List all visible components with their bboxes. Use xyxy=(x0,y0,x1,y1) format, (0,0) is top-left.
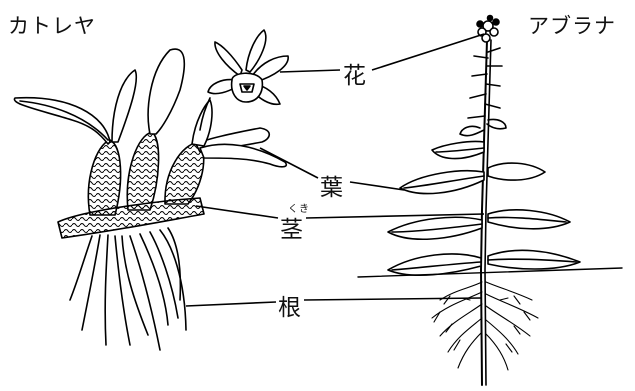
root-leader-line-right xyxy=(304,298,482,300)
cattleya-pseudobulb-2 xyxy=(127,132,158,210)
aburana-leaf-4 xyxy=(388,217,482,239)
cattleya-plant xyxy=(14,30,288,350)
aburana-leaf-3 xyxy=(488,163,545,180)
plant-title-cattleya: カトレヤ xyxy=(8,10,96,40)
label-flower: 花 xyxy=(343,56,366,90)
label-root: 根 xyxy=(278,288,301,322)
plant-title-aburana: アブラナ xyxy=(528,10,616,40)
aburana-flower-cluster xyxy=(477,16,499,43)
cattleya-roots xyxy=(70,228,186,350)
cattleya-flower xyxy=(200,30,288,130)
label-stem: 茎 xyxy=(280,210,303,244)
label-leaf: 葉 xyxy=(320,168,343,202)
leaf-leader-line-right xyxy=(350,182,404,190)
aburana-plant xyxy=(358,16,622,386)
stem-leader-line-left xyxy=(196,206,278,218)
flower-leader-line-right xyxy=(372,34,484,70)
cattleya-leaf-1 xyxy=(14,98,110,144)
cattleya-leaf-3 xyxy=(148,49,184,134)
aburana-leaf-6 xyxy=(388,254,481,275)
cattleya-leaf-2 xyxy=(112,70,136,142)
flower-leader-line-left xyxy=(280,70,340,72)
cattleya-pseudobulb-3 xyxy=(165,142,204,204)
cattleya-pseudobulb-1 xyxy=(88,140,120,215)
root-leader-line-left xyxy=(186,302,276,306)
